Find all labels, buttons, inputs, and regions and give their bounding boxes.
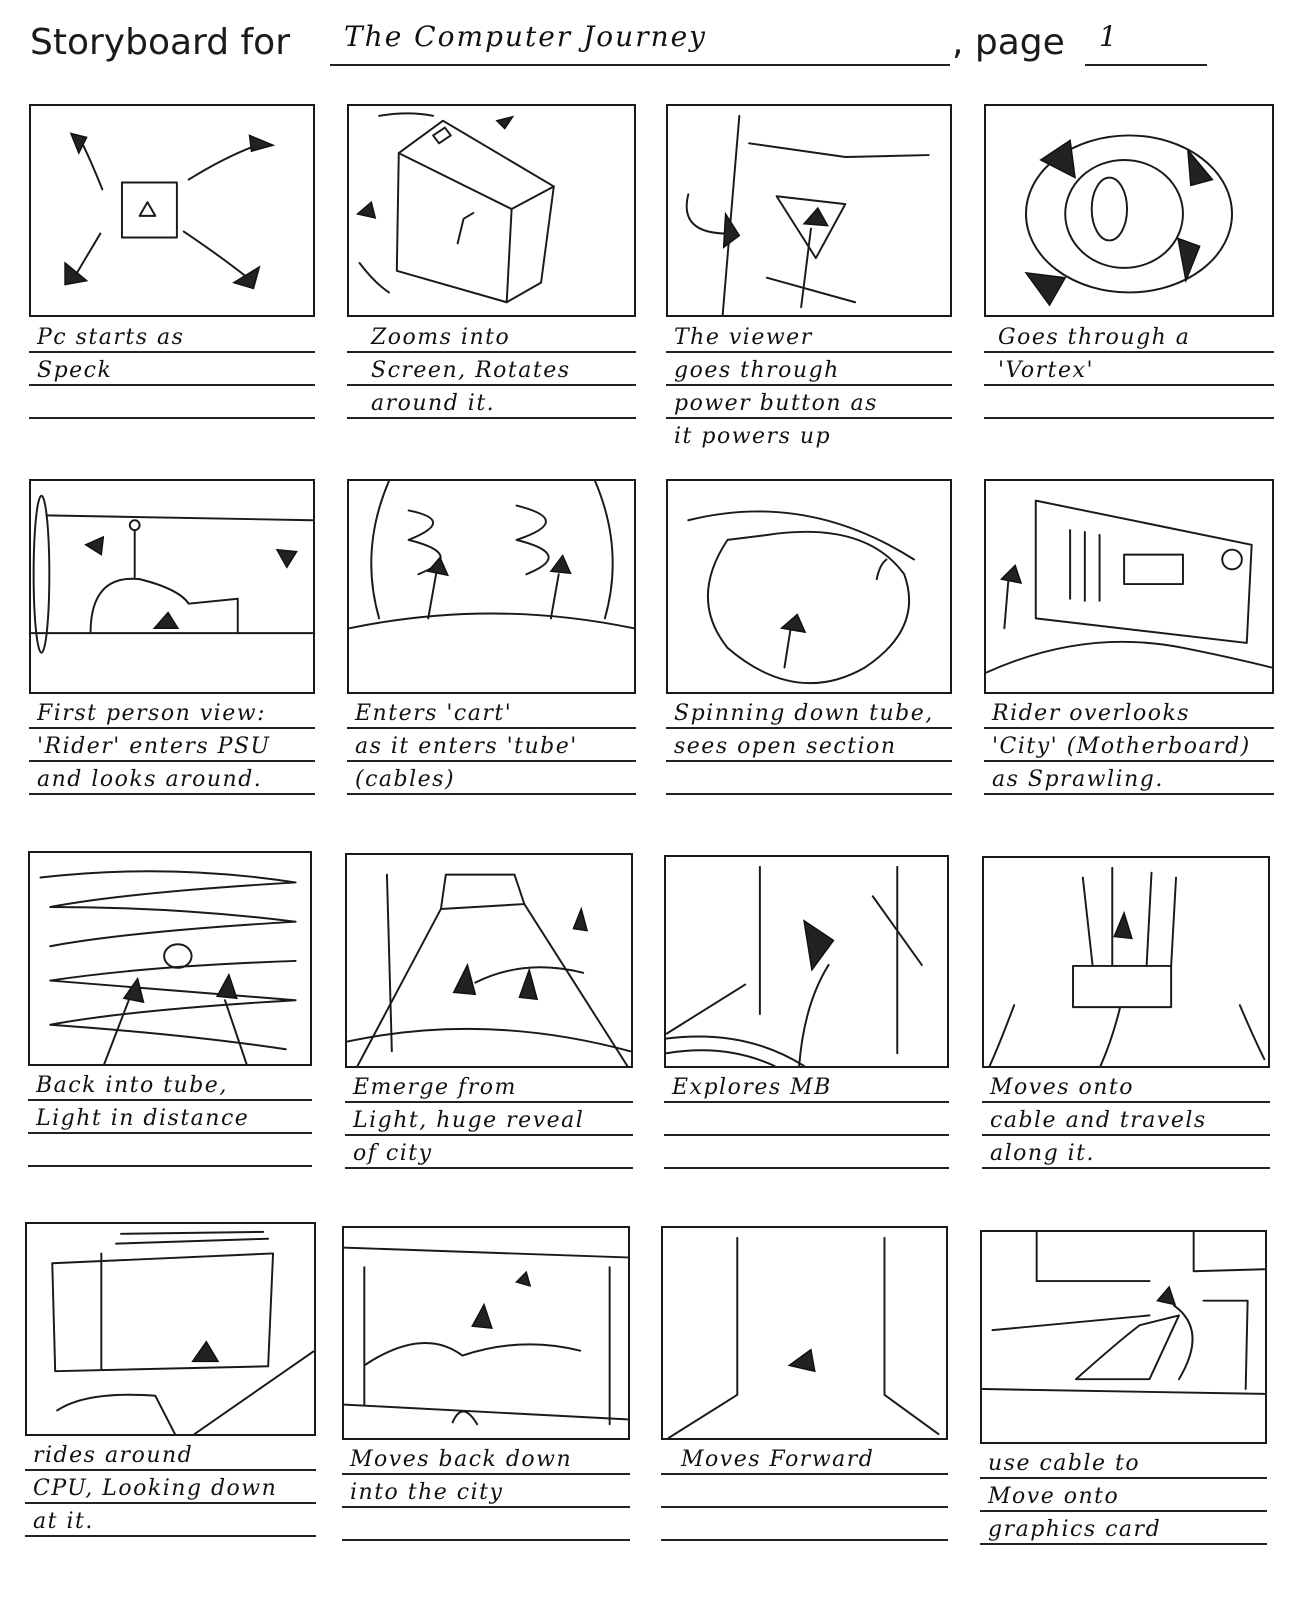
cart-tube-sketch-icon	[349, 481, 634, 630]
storyboard-header: Storyboard for The Computer Journey , pa…	[30, 18, 1290, 78]
speck-sketch-icon	[64, 132, 276, 290]
panel-caption[interactable]: Spinning down tube, sees open section	[674, 701, 934, 759]
panel-caption[interactable]: Goes through a 'Vortex'	[998, 325, 1191, 383]
project-title-field[interactable]: The Computer Journey	[330, 20, 950, 66]
sketch-frame	[347, 479, 636, 694]
caption-lines: First person view: 'Rider' enters PSU an…	[29, 694, 315, 795]
cpu-sketch-icon	[51, 1230, 314, 1434]
panel-caption[interactable]: Explores MB	[672, 1075, 832, 1100]
panel-caption[interactable]: Emerge from Light, huge reveal of city	[353, 1075, 585, 1166]
caption-lines: Rider overlooks 'City' (Motherboard) as …	[984, 694, 1274, 795]
caption-lines: Back into tube, Light in distance	[28, 1066, 312, 1167]
caption-lines: use cable to Move onto graphics card	[980, 1444, 1267, 1545]
sketch-frame	[984, 104, 1274, 317]
panel-caption[interactable]: Back into tube, Light in distance	[36, 1073, 250, 1131]
panel-caption[interactable]: Enters 'cart' as it enters 'tube' (cable…	[355, 701, 578, 792]
caption-lines: Pc starts as Speck	[29, 318, 315, 419]
sketch-frame	[982, 856, 1270, 1068]
panel-caption[interactable]: Zooms into Screen, Rotates around it.	[371, 325, 571, 416]
caption-lines: Moves onto cable and travels along it.	[982, 1068, 1270, 1169]
sketch-frame	[28, 851, 312, 1066]
sketch-frame	[666, 479, 952, 694]
caption-lines: Moves back down into the city	[342, 1440, 630, 1541]
panel-caption[interactable]: Moves Forward	[681, 1447, 875, 1472]
header-label: Storyboard for	[30, 22, 290, 63]
panel-caption[interactable]: use cable to Move onto graphics card	[988, 1451, 1162, 1542]
caption-lines: Enters 'cart' as it enters 'tube' (cable…	[347, 694, 636, 795]
power-button-sketch-icon	[685, 114, 930, 315]
sketch-frame	[666, 104, 952, 317]
psu-first-person-sketch-icon	[31, 494, 313, 654]
panel-caption[interactable]: The viewer goes through power button as …	[674, 325, 878, 449]
explore-mb-sketch-icon	[666, 865, 923, 1066]
sketch-frame	[984, 479, 1274, 694]
page-label: , page	[952, 22, 1065, 63]
tube-section-sketch-icon	[687, 510, 915, 685]
panel-caption[interactable]: Pc starts as Speck	[37, 325, 185, 383]
caption-lines: The viewer goes through power button as …	[666, 318, 952, 449]
caption-lines: Zooms into Screen, Rotates around it.	[347, 318, 636, 419]
sketch-frame	[342, 1226, 630, 1440]
sketch-frame	[29, 479, 315, 694]
caption-lines: rides around CPU, Looking down at it.	[25, 1436, 316, 1537]
cable-travel-sketch-icon	[988, 866, 1266, 1066]
graphics-card-sketch-icon	[982, 1232, 1265, 1395]
motherboard-city-sketch-icon	[986, 499, 1272, 674]
sketch-frame	[345, 853, 633, 1068]
caption-lines: Spinning down tube, sees open section	[666, 694, 952, 795]
caption-lines: Explores MB	[664, 1068, 949, 1169]
panel-caption[interactable]: Moves back down into the city	[350, 1447, 573, 1505]
caption-lines: Goes through a 'Vortex'	[984, 318, 1274, 419]
sketch-frame	[29, 104, 315, 317]
sketch-frame	[347, 104, 636, 317]
sketch-frame	[980, 1230, 1267, 1444]
panel-caption[interactable]: First person view: 'Rider' enters PSU an…	[37, 701, 271, 792]
city-descent-sketch-icon	[344, 1246, 628, 1426]
pc-case-sketch-icon	[355, 112, 555, 304]
forward-sketch-icon	[667, 1236, 940, 1438]
page-number-field[interactable]: 1	[1085, 20, 1207, 66]
panel-caption[interactable]: Rider overlooks 'City' (Motherboard) as …	[992, 701, 1251, 792]
caption-lines: Emerge from Light, huge reveal of city	[345, 1068, 633, 1169]
vortex-sketch-icon	[1024, 134, 1234, 307]
sketch-frame	[25, 1222, 316, 1436]
city-reveal-sketch-icon	[347, 873, 631, 1066]
caption-lines: Moves Forward	[661, 1440, 948, 1541]
sketch-frame	[661, 1226, 948, 1440]
sketch-frame	[664, 855, 949, 1068]
tube-light-sketch-icon	[39, 870, 297, 1064]
panel-caption[interactable]: Moves onto cable and travels along it.	[990, 1075, 1207, 1166]
panel-caption[interactable]: rides around CPU, Looking down at it.	[33, 1443, 278, 1534]
